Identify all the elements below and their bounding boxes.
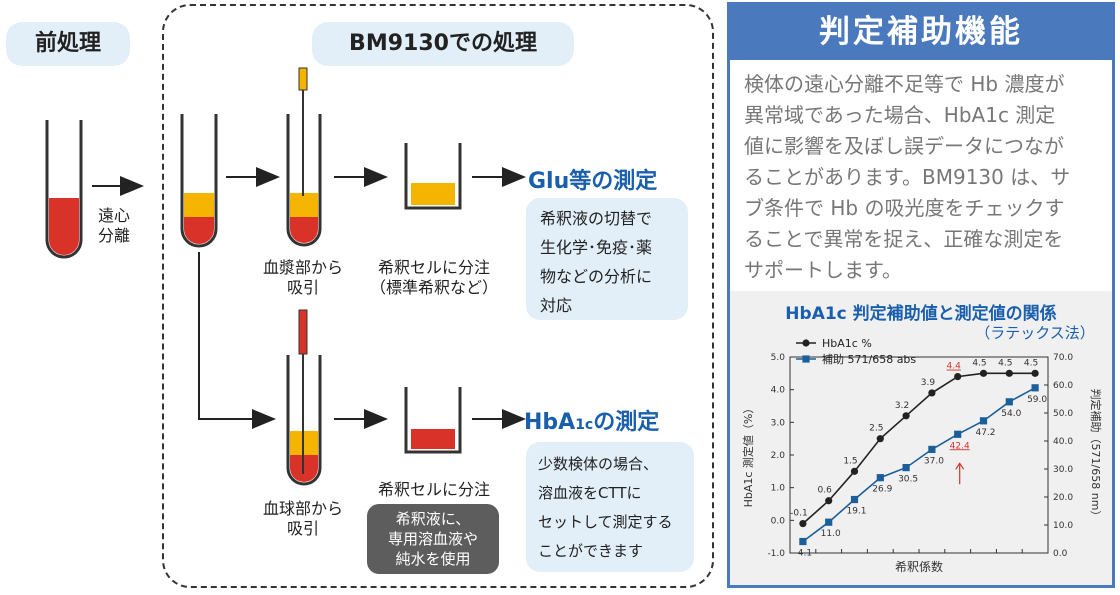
- y-right-tick-label: 30.0: [1053, 465, 1073, 475]
- data-point-assist: [928, 445, 936, 453]
- glu-measurement-heading: Glu等の測定: [528, 169, 658, 194]
- legend-label: 補助 571/658 abs: [822, 352, 916, 366]
- data-point-hba1c: [954, 373, 962, 381]
- test-tube-plasma-aspiration: [286, 67, 322, 247]
- hba1c-chart: -1.0 0.0 1.0 2.0 3.0 4.0 5.0 0.0 10.0 20.0 30.0 40.…: [741, 337, 1103, 574]
- chart-subtitle: （ラテックス法）: [975, 324, 1095, 342]
- data-point-assist: [825, 518, 833, 526]
- y-left-tick-label: -1.0: [767, 549, 785, 559]
- y-right-tick-label: 60.0: [1053, 381, 1073, 391]
- data-point-assist: [1031, 384, 1039, 392]
- data-label: 26.9: [872, 485, 892, 495]
- y-left-tick-label: 4.0: [771, 386, 786, 396]
- data-point-assist: [979, 417, 988, 425]
- hba1c-description: 少数検体の場合、溶血液をCTTに セットして測定することができます: [526, 442, 694, 572]
- y-right-axis-label: 判定補助（571/658 nm）: [1089, 389, 1103, 522]
- y-left-tick-label: 3.0: [771, 418, 786, 428]
- chart-title: HbA1c 判定補助値と測定値の関係: [785, 304, 1057, 324]
- chart-area: HbA1c 判定補助値と測定値の関係 （ラテックス法） -1.0 0.0 1.0 2.…: [730, 291, 1112, 585]
- plasma-aspiration-label: 血漿部から吸引: [262, 258, 343, 297]
- process-diagram: [45, 67, 526, 486]
- data-point-assist: [954, 430, 962, 438]
- data-label: 3.2: [895, 401, 909, 411]
- y-right-tick-label: 40.0: [1053, 437, 1073, 447]
- blood-aspiration-label: 血球部から吸引: [262, 499, 343, 538]
- data-label: 19.1: [846, 507, 866, 517]
- data-label: 0.6: [818, 486, 833, 496]
- cell-dispense-standard-label: 希釈セルに分注（標準希釈など）: [369, 258, 498, 297]
- y-left-tick-label: 1.0: [771, 484, 786, 494]
- pretreatment-label: 前処理: [6, 22, 130, 66]
- data-point-hba1c: [825, 497, 833, 505]
- data-label: -0.1: [790, 509, 808, 519]
- data-point-hba1c: [1005, 369, 1013, 377]
- test-tube-whole-blood: [45, 120, 83, 259]
- y-left-tick-label: 0.0: [771, 516, 786, 526]
- bm9130-process-label: BM9130での処理: [312, 22, 574, 66]
- data-label: 59.0: [1027, 395, 1047, 405]
- y-right-tick-label: 20.0: [1053, 493, 1073, 503]
- data-label: 4.1: [798, 549, 812, 559]
- highlight-arrow-head: [955, 462, 965, 470]
- legend-label: HbA1c %: [822, 337, 872, 350]
- data-label: 11.0: [821, 529, 841, 539]
- data-point-assist: [799, 537, 807, 546]
- data-point-hba1c: [902, 412, 910, 420]
- panel-description: 検体の遠心分離不足等で Hb 濃度が異常域であった場合、HbA1c 測定値に影響…: [744, 72, 1071, 282]
- test-tube-separated: [180, 114, 218, 248]
- data-point-assist: [876, 474, 884, 482]
- data-label: 42.4: [950, 441, 970, 451]
- dilution-cell-plasma: [404, 143, 462, 210]
- data-label: 30.5: [898, 475, 918, 485]
- judgment-assist-panel: 判定補助機能 検体の遠心分離不足等で Hb 濃度が異常域であった場合、HbA1c…: [727, 2, 1115, 588]
- data-point-hba1c: [928, 389, 936, 397]
- centrifuge-label: 遠心分離: [97, 206, 130, 245]
- data-point-assist: [850, 495, 859, 504]
- data-label: 4.5: [1024, 358, 1038, 368]
- series-line-assist: [802, 387, 1036, 543]
- data-point-hba1c: [876, 435, 884, 443]
- y-left-tick-label: 5.0: [771, 353, 786, 363]
- hba1c-measurement-heading: HbA1cの測定: [524, 410, 660, 435]
- arrow-branch: [198, 252, 276, 429]
- y-right-tick-label: 70.0: [1053, 353, 1073, 363]
- data-point-assist: [1005, 398, 1013, 406]
- data-label: 47.2: [975, 428, 995, 438]
- data-label: 37.0: [924, 456, 944, 466]
- data-point-hba1c: [1031, 369, 1039, 377]
- y-left-axis-label: HbA1c 測定値（%）: [741, 403, 755, 508]
- data-point-hba1c: [799, 520, 807, 528]
- y-left-tick-label: 2.0: [771, 451, 786, 461]
- data-point-hba1c: [850, 467, 859, 475]
- bm9130-process-frame: [162, 4, 714, 588]
- panel-title: 判定補助機能: [730, 5, 1112, 60]
- dilution-cell-blood: [404, 387, 462, 454]
- data-label: 4.4: [947, 362, 962, 372]
- data-point-hba1c: [979, 369, 988, 377]
- data-label: 54.0: [1001, 409, 1021, 419]
- data-label: 4.5: [972, 358, 986, 368]
- dilution-note: 希釈液に、専用溶血液や純水を使用: [367, 504, 499, 574]
- test-tube-blood-aspiration: [286, 309, 322, 486]
- legend-marker: [802, 355, 810, 363]
- y-right-tick-label: 10.0: [1053, 521, 1073, 531]
- series-line-hba1c: [802, 372, 1036, 525]
- cell-dispense-label: 希釈セルに分注: [377, 480, 490, 499]
- data-label: 2.5: [869, 424, 883, 434]
- x-axis-label: 希釈係数: [895, 559, 943, 574]
- data-label: 1.5: [843, 456, 857, 466]
- data-label: 3.9: [921, 378, 936, 388]
- data-point-assist: [902, 464, 910, 472]
- legend-marker: [802, 339, 810, 347]
- data-label: 4.5: [998, 358, 1012, 368]
- y-right-tick-label: 0.0: [1053, 549, 1068, 559]
- glu-description: 希釈液の切替で生化学･免疫･薬 物などの分析に対応: [526, 198, 688, 320]
- y-right-tick-label: 50.0: [1053, 409, 1073, 419]
